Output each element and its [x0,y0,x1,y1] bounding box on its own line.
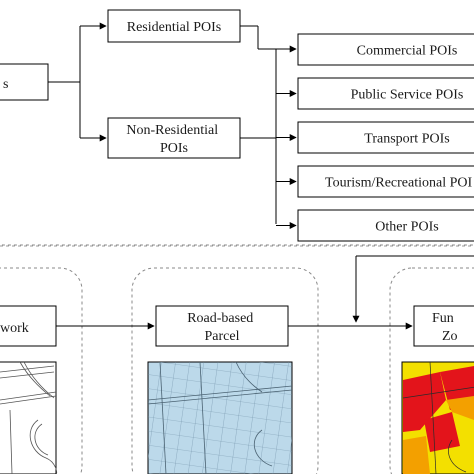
category-label: Public Service POIs [351,88,464,103]
zone-group-frame [389,267,474,474]
parcel-boundaries [147,361,293,474]
road-network-label: work [0,321,29,336]
non-residential-pois-box [107,117,241,159]
zone-map-roads [402,361,474,474]
category-box [297,165,474,198]
parcel-group-frame [131,267,319,474]
category-box [297,77,474,110]
category-box [297,209,474,242]
category-arrows [276,90,297,229]
road-network-box [0,305,57,347]
functional-zone-label: Fun Zo [432,311,458,344]
category-box [297,33,474,66]
category-label: Transport POIs [364,132,449,147]
category-label: Other POIs [375,220,438,235]
residential-pois-label: Residential POIs [127,20,222,35]
root-label: s [3,77,8,92]
category-box [297,121,474,154]
road-network-map [0,361,57,474]
category-label: Tourism/Recreational POI [325,176,472,191]
road-based-parcel-box [155,305,289,347]
residential-pois-box [107,9,241,43]
root-box [0,63,49,101]
road-network-lines [0,361,58,474]
functional-zone-box [413,305,474,347]
non-residential-pois-label: Non-Residential POIs [126,123,221,156]
category-label: Commercial POIs [357,44,458,59]
parcel-map-grid [148,362,292,474]
road-based-parcel-label: Road-based Parcel [187,311,257,344]
